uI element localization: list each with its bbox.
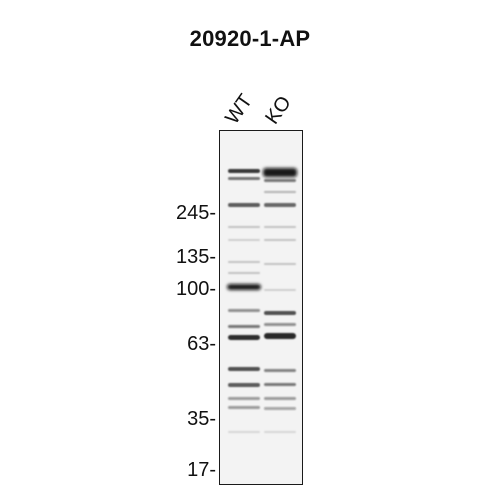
band-ko	[264, 431, 296, 433]
band-wt	[228, 261, 260, 263]
band-ko	[264, 239, 296, 241]
band-wt	[228, 397, 260, 400]
band-ko	[264, 407, 296, 410]
band-wt	[228, 325, 260, 328]
band-wt	[228, 309, 260, 312]
band-wt	[228, 203, 260, 207]
blot-membrane	[219, 130, 303, 485]
band-wt	[228, 239, 260, 241]
blot-bands	[227, 168, 297, 433]
band-wt	[228, 272, 260, 274]
marker-label-17: 17-	[187, 459, 216, 481]
band-ko	[264, 179, 296, 182]
marker-label-245: 245-	[175, 202, 216, 224]
band-ko	[264, 263, 296, 265]
band-ko	[264, 203, 296, 207]
band-wt	[228, 226, 260, 228]
lane-label-ko: KO	[261, 92, 296, 129]
lane-label-wt: WT	[221, 90, 258, 129]
band-wt	[228, 367, 260, 371]
band-ko	[264, 369, 296, 372]
band-ko	[264, 323, 296, 326]
band-ko	[264, 191, 296, 193]
band-ko	[264, 226, 296, 228]
band-ko	[264, 311, 296, 315]
band-ko	[264, 397, 296, 400]
marker-label-35: 35-	[187, 408, 216, 430]
marker-label-100: 100-	[175, 278, 216, 300]
band-wt	[228, 177, 260, 180]
band-wt	[228, 431, 260, 433]
band-ko	[264, 333, 296, 339]
band-ko	[264, 289, 296, 291]
band-wt	[228, 169, 260, 173]
band-ko	[264, 383, 296, 386]
band-ko-strong	[263, 168, 297, 177]
figure-title: 20920-1-AP	[189, 26, 311, 51]
band-wt	[228, 383, 260, 387]
band-wt	[228, 335, 260, 340]
marker-label-135: 135-	[175, 246, 216, 268]
marker-label-63: 63-	[187, 333, 216, 355]
band-wt	[228, 406, 260, 409]
band-wt-strong	[227, 284, 261, 290]
